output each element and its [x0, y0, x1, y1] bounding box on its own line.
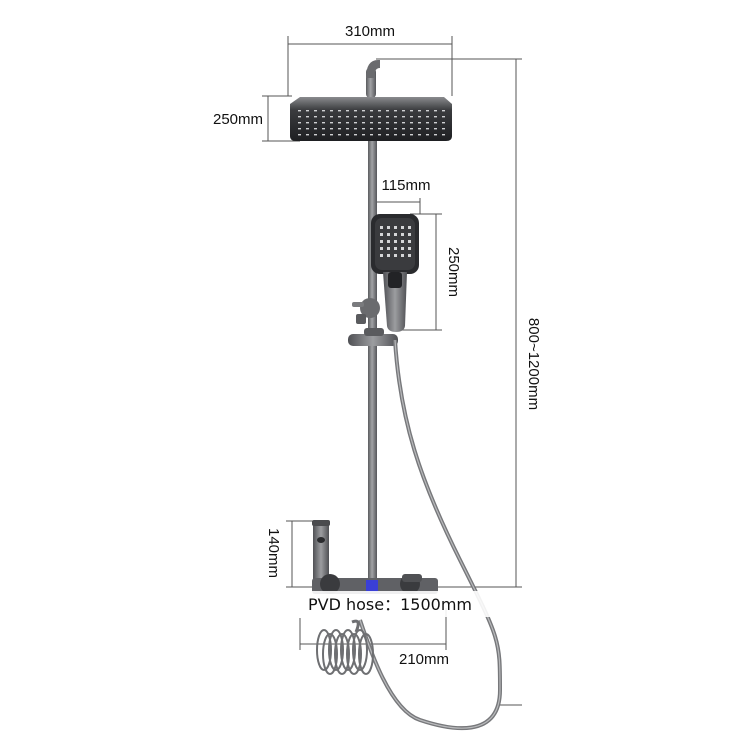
coiled-spray-hose	[316, 619, 374, 675]
hose-coil-loop	[346, 633, 362, 675]
riser-bar	[366, 60, 380, 578]
diverter-knob	[352, 298, 380, 324]
handheld-shower	[371, 214, 419, 332]
valve-body	[312, 574, 438, 594]
shower-hose	[358, 339, 503, 731]
height-range-label: 800~1200mm	[525, 318, 542, 410]
valve-width-label: 210mm	[399, 651, 449, 668]
hose-coil-loop	[322, 633, 338, 675]
pvd-hose-label: PVD hose：1500mm	[308, 595, 472, 614]
handheld-width-label: 115mm	[382, 177, 431, 194]
head-width-label: 310mm	[345, 23, 395, 40]
tub-spout	[312, 520, 330, 582]
hose-coil-loop	[352, 629, 368, 671]
hose-coil-loop	[340, 629, 356, 671]
hose-coil-loop	[316, 629, 332, 671]
spout-height-label: 140mm	[265, 528, 282, 578]
hose-coil-loop	[358, 633, 374, 675]
hose-coil-end	[351, 619, 360, 633]
hose-label-background	[280, 591, 494, 617]
head-depth-label: 250mm	[213, 111, 263, 128]
hose-coil-loop	[334, 633, 350, 675]
holder-bracket	[348, 328, 398, 346]
rain-shower-head	[290, 97, 452, 141]
handheld-length-label: 250mm	[445, 247, 462, 297]
hose-coil-loop	[328, 629, 344, 671]
